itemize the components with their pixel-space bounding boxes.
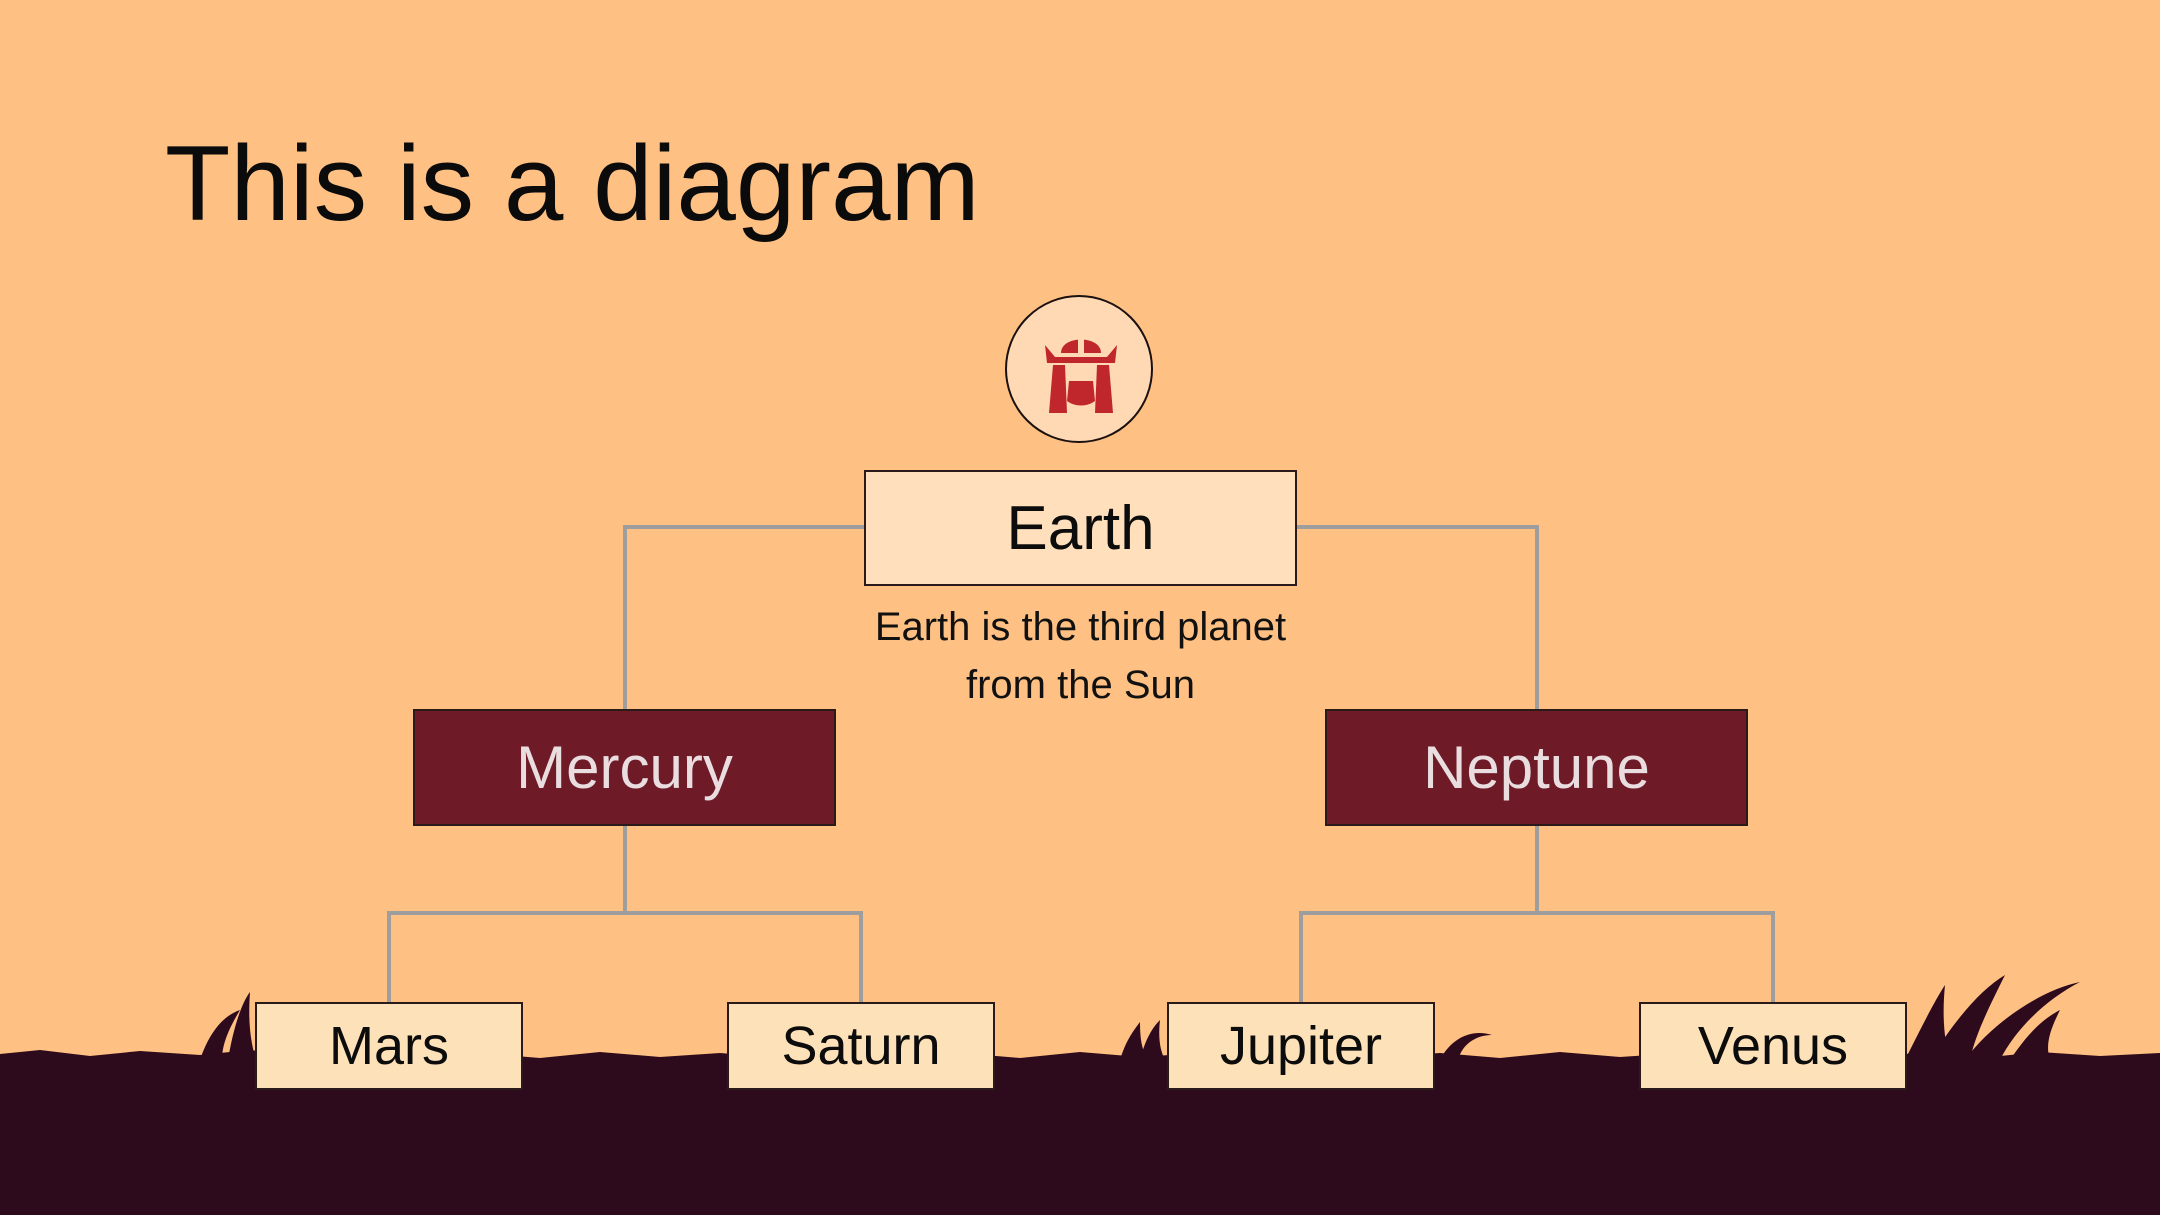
node-mars: Mars — [255, 1002, 523, 1090]
node-saturn: Saturn — [727, 1002, 995, 1090]
node-venus: Venus — [1639, 1002, 1907, 1090]
connector-neptune-jupiter-venus — [1299, 911, 1775, 1002]
node-jupiter: Jupiter — [1167, 1002, 1435, 1090]
connector-mercury-mars-saturn — [387, 911, 863, 1002]
node-earth-description: Earth is the third planet from the Sun — [874, 605, 1287, 707]
grass-tufts — [200, 975, 2080, 1060]
node-earth: Earth — [864, 470, 1297, 586]
node-mercury: Mercury — [413, 709, 836, 826]
node-neptune: Neptune — [1325, 709, 1748, 826]
diagram-icon-badge — [1005, 295, 1153, 443]
connector-earth-neptune — [1297, 525, 1539, 709]
slide-title: This is a diagram — [165, 123, 980, 243]
samurai-helmet-icon — [1045, 333, 1117, 413]
connector-earth-mercury — [623, 525, 864, 709]
